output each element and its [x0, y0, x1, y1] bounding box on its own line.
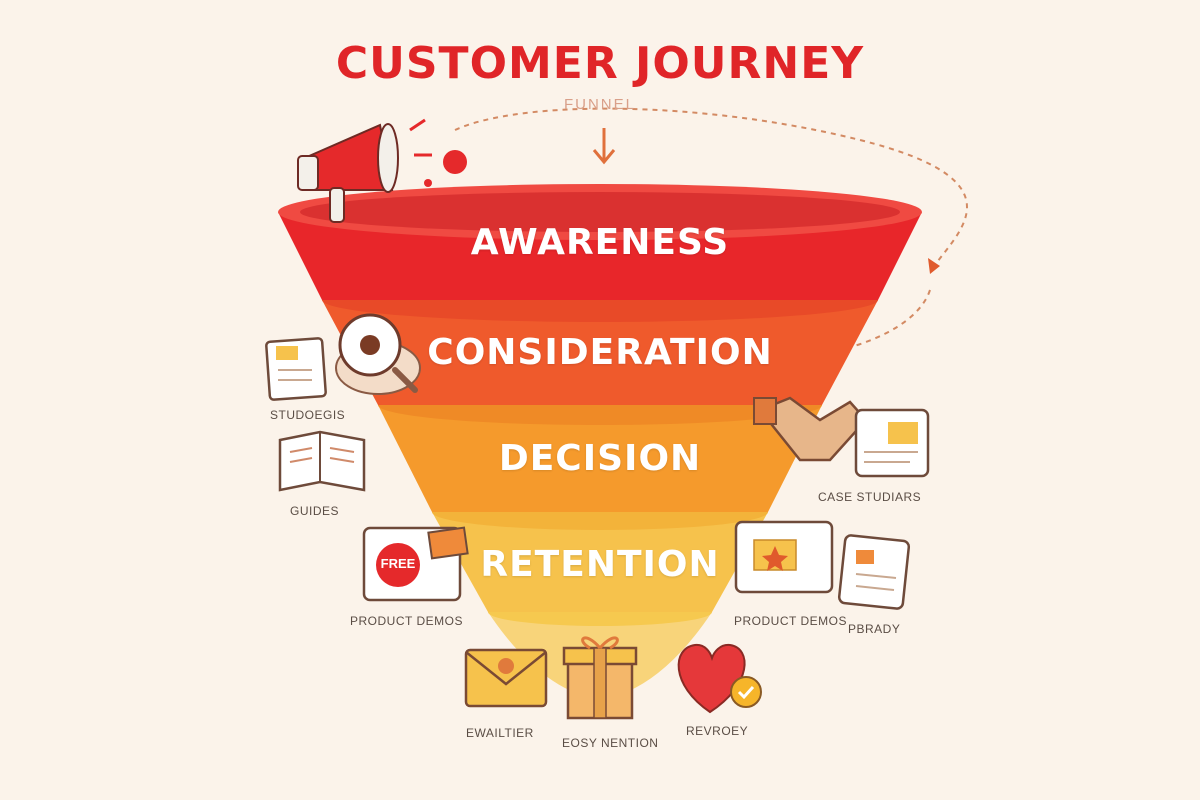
caption-pbrady: PBRADY: [848, 622, 901, 636]
caption-case-studiars: CASE STUDIARS: [818, 490, 922, 504]
caption-eosy-nention: EOSY NENTION: [562, 736, 659, 750]
stage-awareness-label: AWARENESS: [470, 222, 730, 263]
funnel-band-decision: [378, 405, 822, 512]
caption-ewailtier: EWAILTIER: [466, 726, 534, 740]
tablet-icon: [854, 408, 930, 478]
funnel-band-retention: [432, 512, 768, 612]
caption-product-demos-left: PRODUCT DEMOS: [350, 614, 463, 628]
slides-icon: [734, 520, 834, 594]
free-tag-icon: [362, 526, 469, 602]
caption-guides: GUIDES: [290, 504, 340, 518]
funnel-band-consideration: [322, 300, 878, 405]
envelope-icon: [464, 648, 548, 708]
stage-consideration-label: CONSIDERATION: [427, 332, 773, 373]
gift-icon: [562, 636, 638, 720]
flow-arrow-icon: [928, 258, 940, 274]
down-arrow-icon: [592, 128, 616, 165]
stage-retention-label: RETENTION: [480, 544, 720, 585]
page-subtitle: FUNNEL: [563, 96, 636, 113]
document-icon: [265, 337, 327, 401]
caption-studoegis: STUDOEGIS: [270, 408, 346, 422]
clipboard-icon: [837, 534, 911, 610]
open-book-icon: [278, 430, 366, 492]
page-title: CUSTOMER JOURNEY: [335, 38, 865, 89]
flow-dashed-path-lower: [839, 289, 931, 351]
coffee-cup-icon: [335, 313, 421, 395]
heart-check-icon: [677, 643, 762, 714]
flow-dashed-path: [454, 107, 968, 266]
caption-product-demos-right: PRODUCT DEMOS: [734, 614, 847, 628]
megaphone-icon: [297, 118, 467, 223]
caption-revroey: REVROEY: [686, 724, 749, 738]
free-badge-label: FREE: [380, 556, 416, 571]
stage-decision-label: DECISION: [498, 438, 702, 479]
